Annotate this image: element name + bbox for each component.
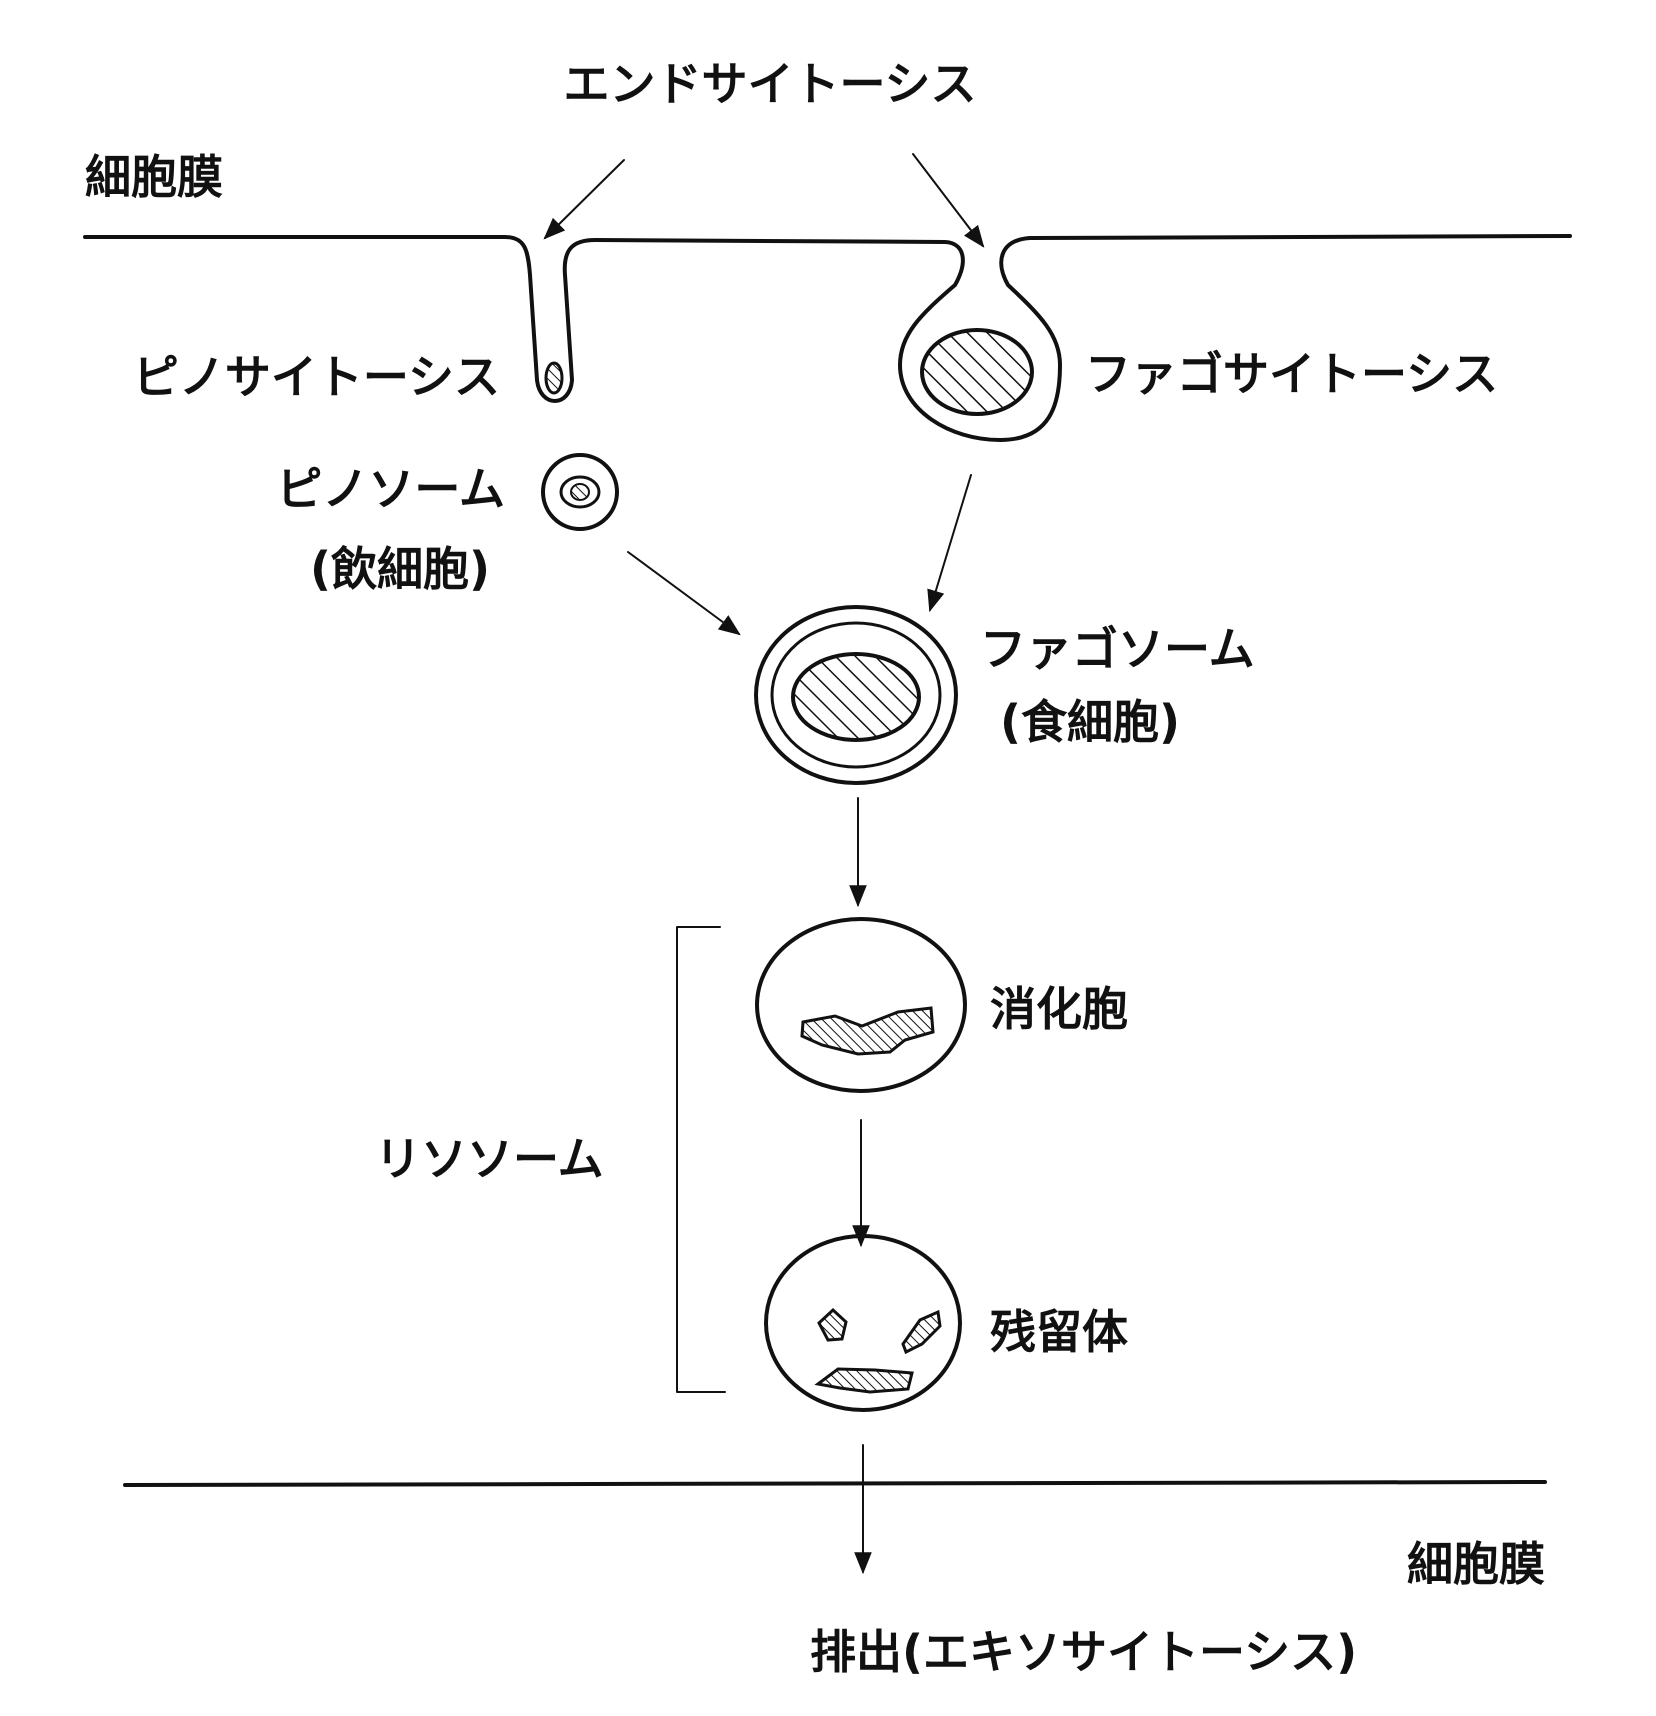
phagosome-inner <box>770 621 942 769</box>
arrow-to-pinocytosis <box>543 159 625 240</box>
label-phagosome-sub: (食細胞) <box>1000 695 1180 749</box>
cell-membrane-bottom <box>123 1480 1547 1487</box>
label-endocytosis: エンドサイトーシス <box>563 57 976 111</box>
phagosome-outer <box>754 605 958 785</box>
pinosome-inclusion <box>570 483 590 501</box>
label-residual-body: 残留体 <box>990 1305 1128 1359</box>
label-digestive-vacuole: 消化胞 <box>990 982 1128 1036</box>
label-membrane-top: 細胞膜 <box>85 150 223 204</box>
label-pinocytosis: ピノサイトーシス <box>133 350 500 404</box>
label-phagocytosis: ファゴサイトーシス <box>1085 347 1498 401</box>
arrow-to-phagocytosis <box>912 153 985 248</box>
arrow-phagocytosis-to-phagosome <box>927 474 972 613</box>
label-phagosome: ファゴソーム <box>980 622 1255 676</box>
label-pinosome: ピノソーム <box>276 462 505 516</box>
residual-body-fragment-left <box>817 1307 848 1342</box>
pinosome-outer <box>541 453 619 531</box>
pinosome-inner <box>559 475 601 509</box>
lysosome-bracket <box>676 926 726 1393</box>
label-membrane-bottom: 細胞膜 <box>1407 1537 1545 1591</box>
arrow-pinosome-to-phagosome <box>627 551 741 636</box>
residual-body-fragment-right <box>901 1309 942 1355</box>
label-lysosome: リソソーム <box>375 1132 604 1186</box>
label-pinosome-sub: (飲細胞) <box>310 542 490 596</box>
residual-body-fragment-bottom <box>814 1367 914 1394</box>
phagosome-inclusion <box>791 652 921 742</box>
digestive-vacuole-inclusion <box>800 1006 935 1056</box>
phagocytosis-inclusion <box>920 328 1034 416</box>
pinocytosis-inclusion <box>544 361 564 395</box>
label-exocytosis: 排出(エキソサイトーシス) <box>810 1625 1357 1679</box>
cell-membrane-top <box>83 234 1572 442</box>
digestive-vacuole <box>755 917 967 1093</box>
